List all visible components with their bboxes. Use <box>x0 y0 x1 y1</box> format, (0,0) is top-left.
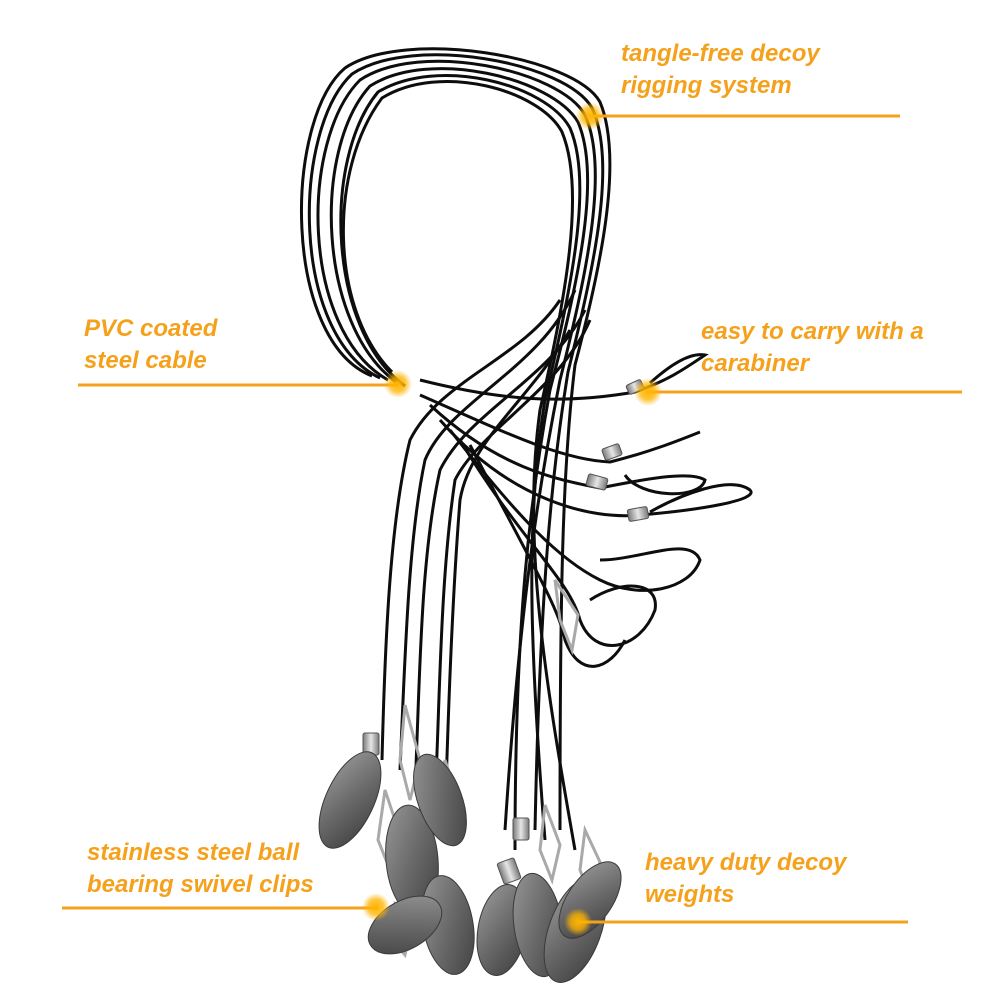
cable-strand <box>433 319 592 801</box>
cable-strand <box>342 79 577 851</box>
callout-pvc-cable: PVC coated steel cable <box>84 313 217 377</box>
callout-text: easy to carry with a <box>701 318 924 345</box>
callout-text: tangle-free decoy <box>621 40 820 67</box>
callout-text: weights <box>645 881 735 908</box>
cable-strand <box>307 53 605 831</box>
crimp-sleeve <box>496 857 522 885</box>
swivel-clip <box>398 704 422 801</box>
callout-text: heavy duty decoy <box>645 849 847 876</box>
callout-dots <box>362 102 662 936</box>
cable-strand <box>443 329 572 821</box>
callout-swivel-clips: stainless steel ball bearing swivel clip… <box>87 837 314 901</box>
callout-text: carabiner <box>701 350 810 377</box>
crimp-sleeve <box>601 443 623 461</box>
cable-strand <box>299 47 612 831</box>
crimp-sleeves <box>362 379 650 885</box>
callout-text: bearing swivel clips <box>87 871 314 898</box>
cable-bundle <box>299 47 753 851</box>
cable-strand <box>468 444 627 668</box>
callout-text: PVC coated <box>84 315 218 342</box>
cable-strand <box>458 439 657 647</box>
crimp-sleeve <box>512 817 530 841</box>
cable-strand <box>329 67 590 851</box>
callout-dot-pvc <box>384 370 412 398</box>
cable-strand <box>419 393 701 464</box>
crimp-sleeve <box>626 506 650 522</box>
callout-dot-tangle <box>576 102 604 130</box>
callout-dot-carabiner <box>634 378 662 406</box>
cable-strand <box>413 309 587 791</box>
cable-strand <box>438 419 753 518</box>
swivel-clip <box>538 804 562 886</box>
cable-strand <box>398 289 577 771</box>
callout-text: stainless steel ball <box>87 839 300 866</box>
callout-carabiner: easy to carry with a carabiner <box>701 316 924 380</box>
callout-text: rigging system <box>621 72 792 99</box>
callout-dot-weights <box>564 908 592 936</box>
callout-tangle-free: tangle-free decoy rigging system <box>621 38 820 102</box>
swivel-clip <box>553 579 580 656</box>
crimp-sleeve <box>585 473 609 491</box>
callout-dot-swivel <box>362 893 390 921</box>
callout-weights: heavy duty decoy weights <box>645 847 846 911</box>
decoy-weight <box>318 751 382 849</box>
callout-text: steel cable <box>84 347 207 374</box>
cable-strand <box>380 299 562 761</box>
decoy-weights <box>318 751 622 983</box>
decoy-weight <box>413 753 467 847</box>
cable-strand <box>428 403 707 496</box>
callout-lines <box>62 114 962 924</box>
